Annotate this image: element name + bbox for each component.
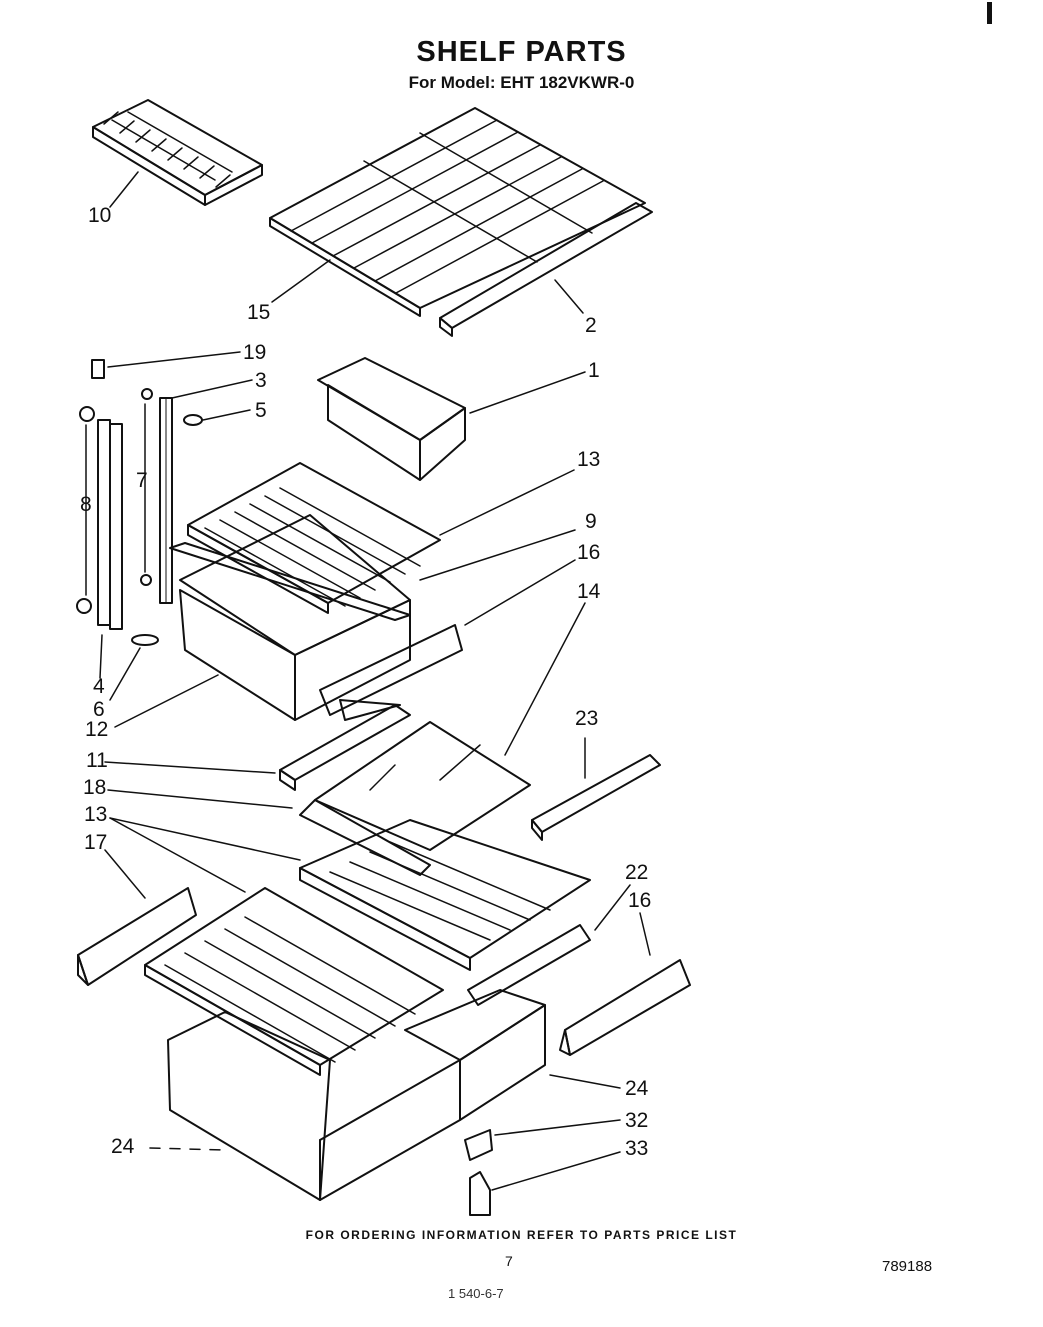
part-22-rail	[468, 925, 590, 1005]
callout-17: 17	[84, 831, 108, 854]
part-14-glass-shelf	[300, 722, 530, 875]
part-13-shelf-bottom	[145, 888, 443, 1075]
callout-9: 9	[585, 510, 597, 533]
part-16-rail-upper	[320, 625, 462, 720]
document-number: 789188	[882, 1258, 933, 1275]
part-10-ice-tray	[93, 100, 262, 205]
shelf-ladder-hardware	[77, 360, 202, 645]
part-11-trim	[280, 705, 410, 790]
callout-32: 32	[625, 1109, 649, 1132]
callout-2: 2	[585, 314, 597, 337]
callout-7: 7	[136, 469, 148, 492]
callout-3: 3	[255, 369, 267, 392]
callout-15: 15	[247, 301, 271, 324]
callout-16-lower: 16	[628, 889, 652, 912]
callout-11: 11	[86, 749, 108, 772]
callout-24-right: 24	[625, 1077, 649, 1100]
parts-32-33-hardware	[465, 1130, 492, 1215]
callout-10: 10	[88, 204, 112, 227]
part-23-rail	[532, 755, 660, 840]
ordering-info-note: FOR ORDERING INFORMATION REFER TO PARTS …	[305, 1228, 738, 1242]
callout-1: 1	[588, 359, 600, 382]
callout-13-top: 13	[577, 448, 601, 471]
callout-23: 23	[575, 707, 599, 730]
callout-24-left: 24	[111, 1135, 135, 1158]
part-12-drawer	[170, 515, 410, 720]
page-number: 7	[505, 1253, 513, 1269]
page-title: SHELF PARTS	[416, 36, 627, 68]
part-2-shelf-rail	[440, 203, 652, 336]
handwritten-mark: 1 540-6-7	[448, 1286, 504, 1301]
callout-4: 4	[93, 675, 105, 698]
part-1-bin	[318, 358, 465, 480]
part-24-drawers	[168, 990, 545, 1200]
part-15-wire-shelf	[270, 108, 645, 316]
callout-14: 14	[577, 580, 601, 603]
scan-edge-mark	[987, 2, 992, 24]
callout-5: 5	[255, 399, 267, 422]
callout-12: 12	[85, 718, 109, 741]
part-16-rail-lower	[560, 960, 690, 1055]
part-13-shelf-top	[188, 463, 440, 613]
callout-16-upper: 16	[577, 541, 601, 564]
callout-6: 6	[93, 698, 105, 721]
callout-8: 8	[80, 493, 92, 516]
callout-13-middle: 13	[84, 803, 108, 826]
callout-18: 18	[83, 776, 107, 799]
part-17-rail	[78, 888, 196, 985]
callout-22: 22	[625, 861, 649, 884]
callout-leader-lines	[86, 172, 650, 1190]
callout-33: 33	[625, 1137, 649, 1160]
callout-19: 19	[243, 341, 267, 364]
model-number: For Model: EHT 182VKWR-0	[408, 73, 635, 92]
part-13-shelf-middle	[300, 820, 590, 970]
